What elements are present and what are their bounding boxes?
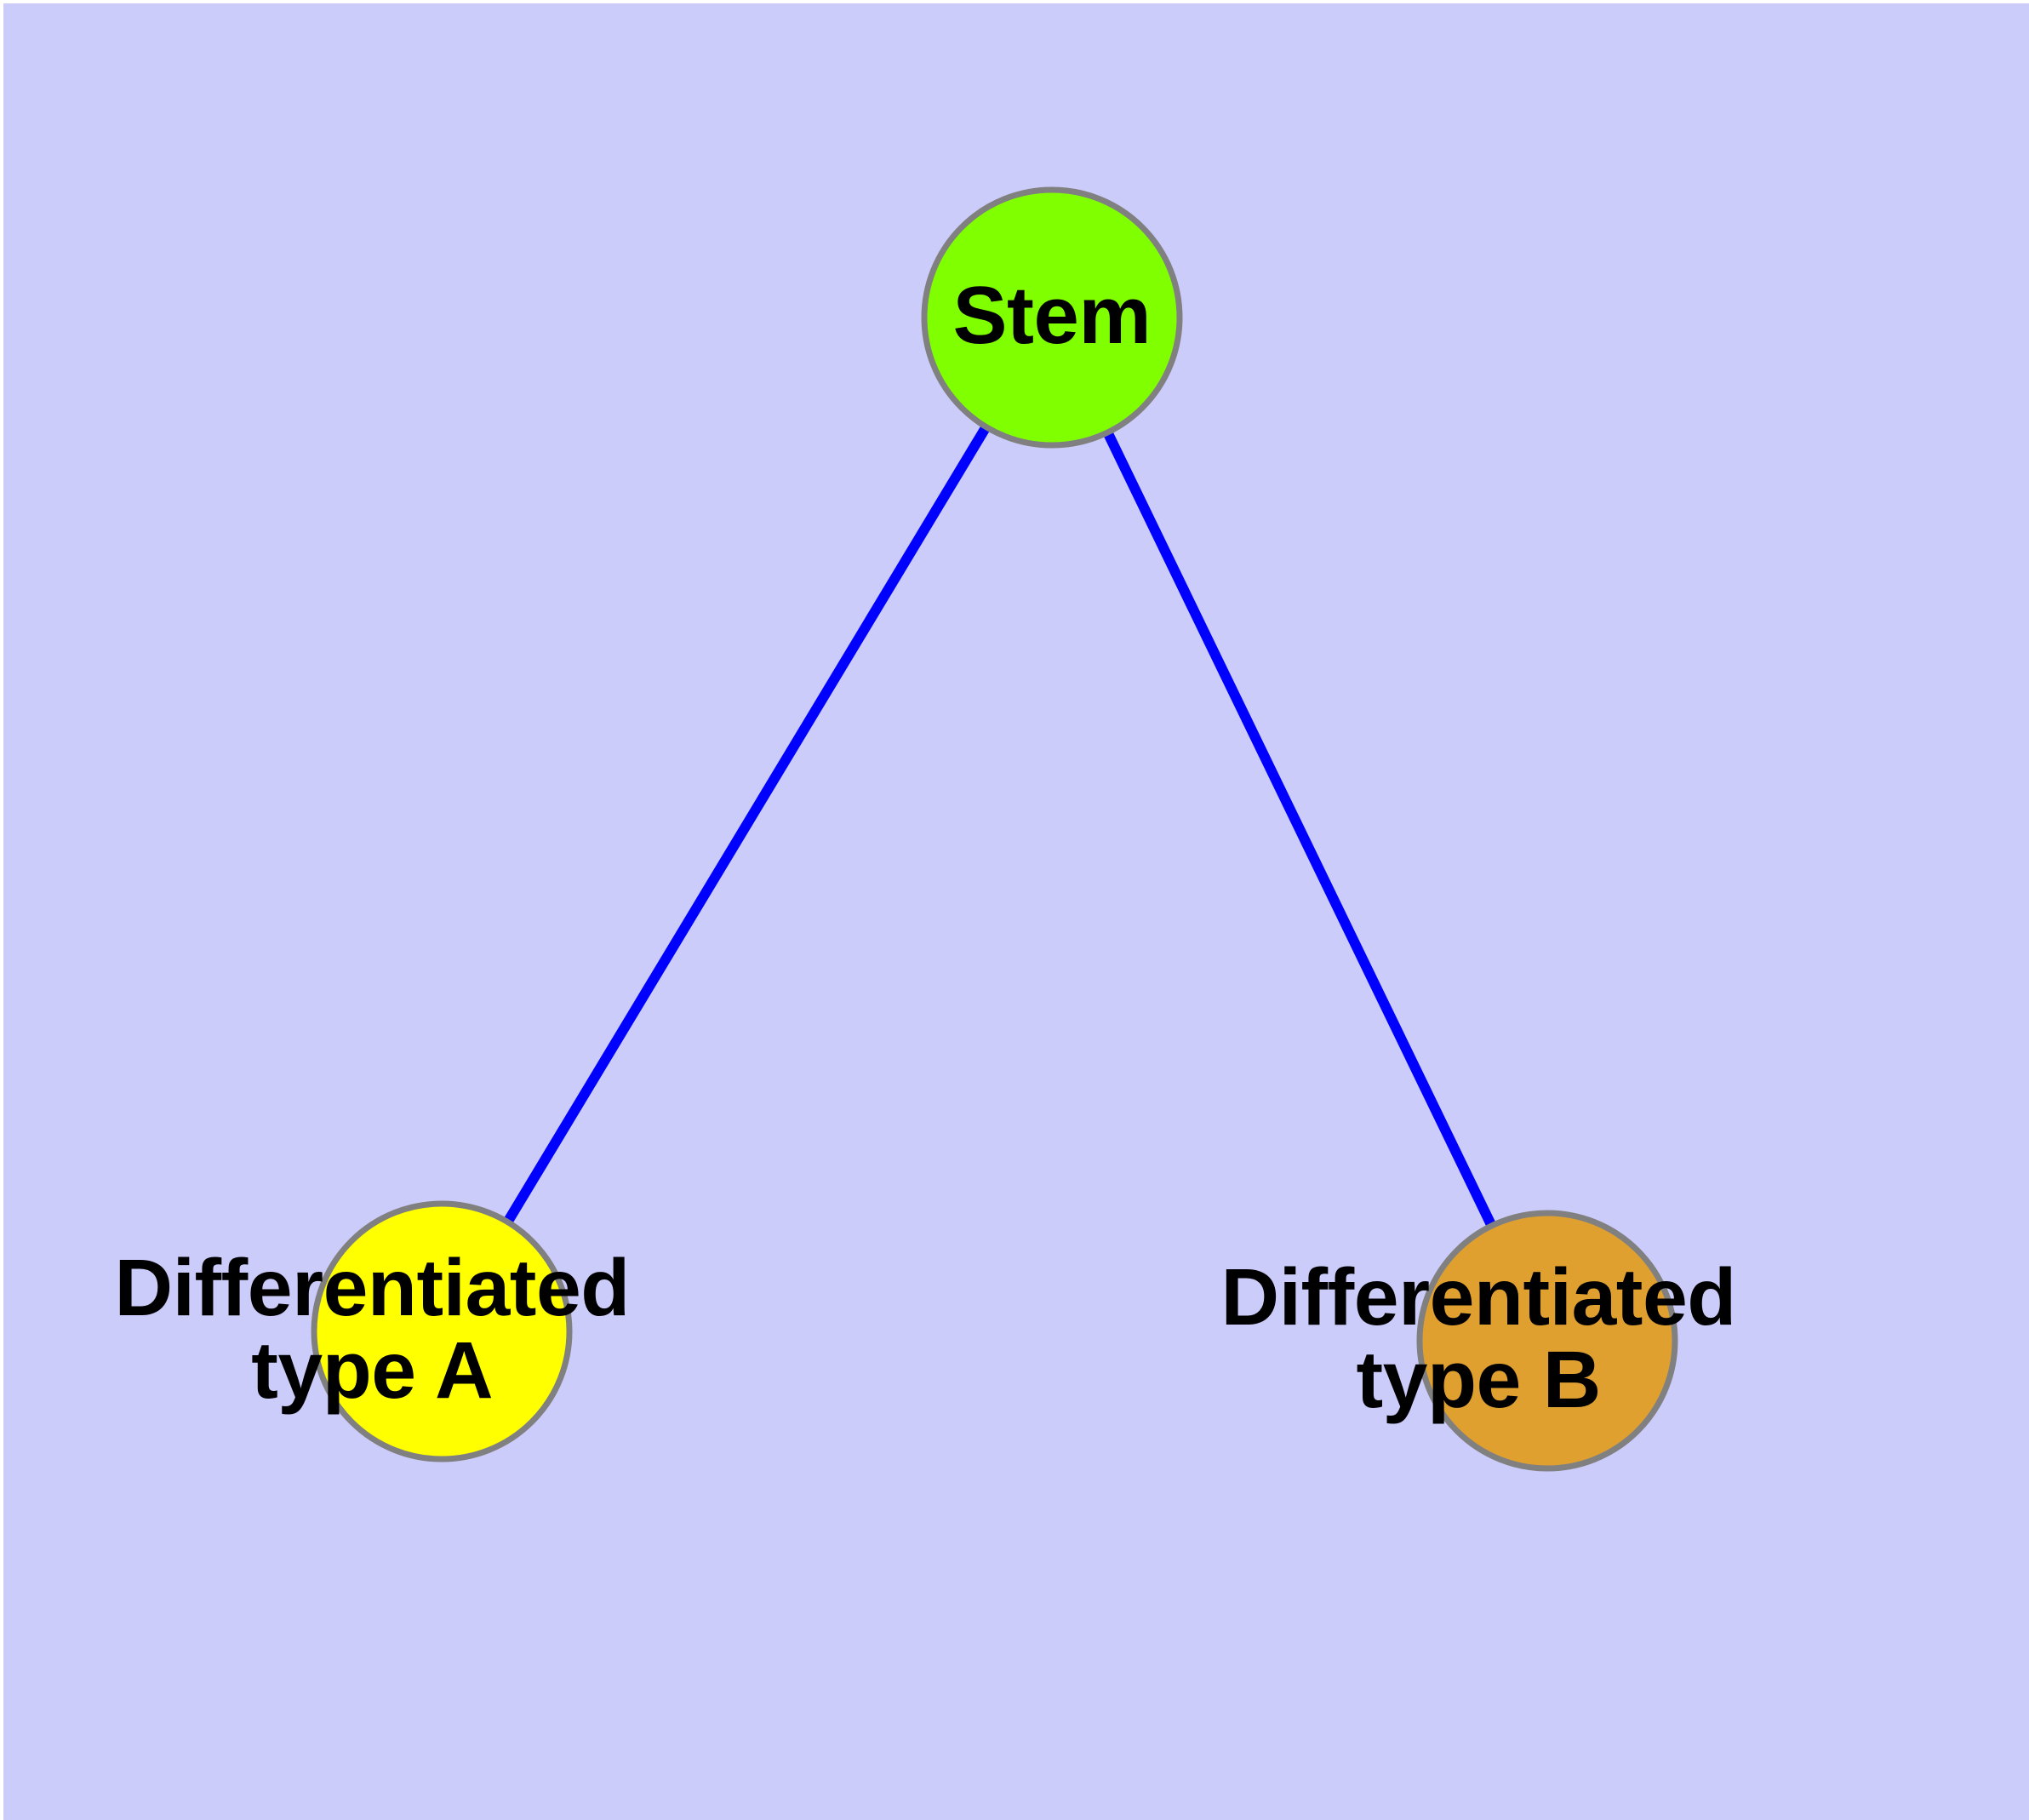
graph-node-diff_b[interactable]	[1416, 1210, 1678, 1472]
graph-node-stem[interactable]	[921, 186, 1183, 449]
graph-node-diff_a[interactable]	[311, 1200, 573, 1462]
edge-layer	[437, 314, 1552, 1343]
graph-edge-stem-to-a[interactable]	[437, 314, 1057, 1335]
node-layer	[311, 186, 1678, 1472]
graph-edge-stem-to-b[interactable]	[1047, 315, 1552, 1343]
